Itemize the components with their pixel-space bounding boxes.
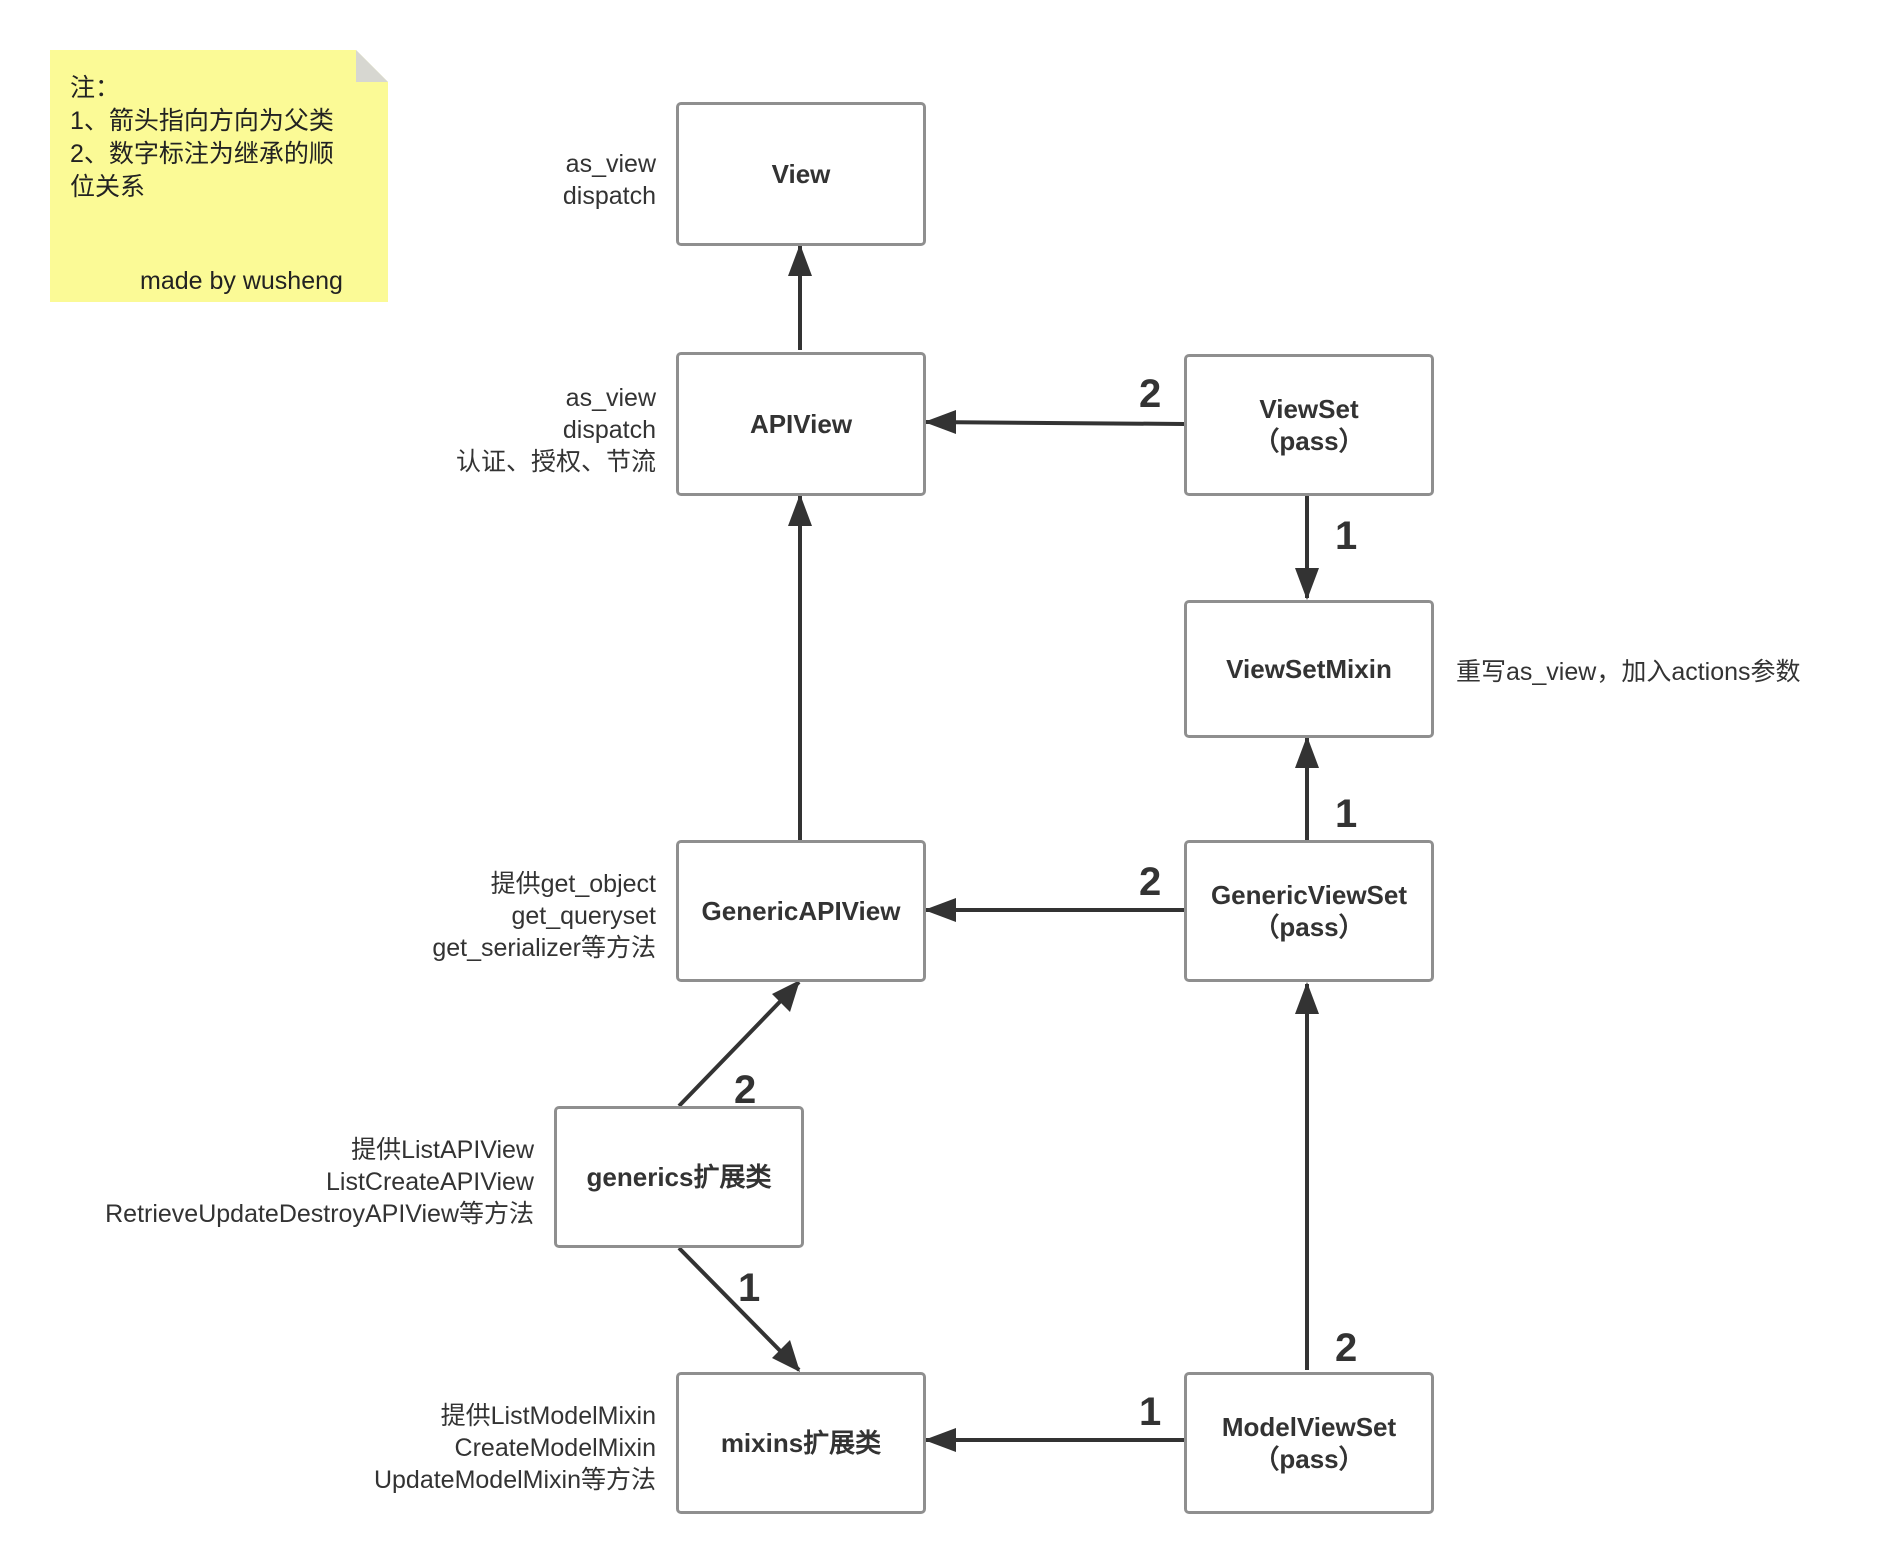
order-label-genericviewset-genericapiview: 2	[1139, 860, 1162, 904]
arrowhead-genericapiview-right	[924, 898, 956, 922]
annotation-generics-ext: 提供ListAPIView ListCreateAPIView Retrieve…	[105, 1136, 534, 1228]
arrow-generics-to-mixins	[677, 1246, 801, 1372]
annotation-viewsetmixin: 重写as_view，加入actions参数	[1456, 658, 1801, 686]
order-label-modelviewset-mixins: 1	[1139, 1390, 1162, 1434]
arrowhead-view	[788, 244, 812, 276]
node-view: View	[676, 102, 926, 246]
node-genericapiview: GenericAPIView	[676, 840, 926, 982]
node-viewsetmixin: ViewSetMixin	[1184, 600, 1434, 738]
arrowhead-apiview-bottom	[788, 494, 812, 526]
arrow-viewset-to-apiview	[925, 420, 1185, 426]
node-apiview: APIView	[676, 352, 926, 496]
arrowhead-viewsetmixin-top	[1295, 568, 1319, 600]
order-label-genericviewset-viewsetmixin: 1	[1335, 792, 1358, 836]
node-viewset: ViewSet （pass）	[1184, 354, 1434, 496]
annotation-view: as_view dispatch	[562, 150, 656, 210]
sticky-note	[50, 50, 388, 302]
arrowhead-viewsetmixin-bottom	[1295, 736, 1319, 768]
arrowhead-genericviewset-bottom	[1295, 982, 1319, 1014]
annotation-mixins-ext: 提供ListModelMixin CreateModelMixin Update…	[373, 1402, 656, 1494]
order-label-viewset-apiview: 2	[1139, 372, 1162, 416]
annotation-apiview: as_view dispatch 认证、授权、节流	[455, 384, 656, 476]
order-label-generics-genericapiview: 2	[734, 1068, 757, 1112]
node-generics-ext: generics扩展类	[554, 1106, 804, 1248]
arrowhead-mixins-top	[772, 1340, 800, 1372]
node-modelviewset: ModelViewSet （pass）	[1184, 1372, 1434, 1514]
arrow-generics-to-genericapiview	[677, 980, 801, 1108]
sticky-note-signature: made by wusheng	[140, 267, 343, 295]
arrowhead-mixins-right	[924, 1428, 956, 1452]
order-label-modelviewset-genericviewset: 2	[1335, 1326, 1358, 1370]
order-label-viewset-viewsetmixin: 1	[1335, 514, 1358, 558]
node-genericviewset: GenericViewSet （pass）	[1184, 840, 1434, 982]
sticky-note-text: 注： 1、箭头指向方向为父类 2、数字标注为继承的顺 位关系	[70, 74, 334, 201]
annotation-genericapiview: 提供get_object get_queryset get_serializer…	[432, 870, 656, 962]
arrowhead-apiview-right	[924, 410, 956, 434]
order-label-generics-mixins: 1	[738, 1266, 761, 1310]
node-mixins-ext: mixins扩展类	[676, 1372, 926, 1514]
arrowhead-genericapiview-bottom	[772, 980, 800, 1012]
